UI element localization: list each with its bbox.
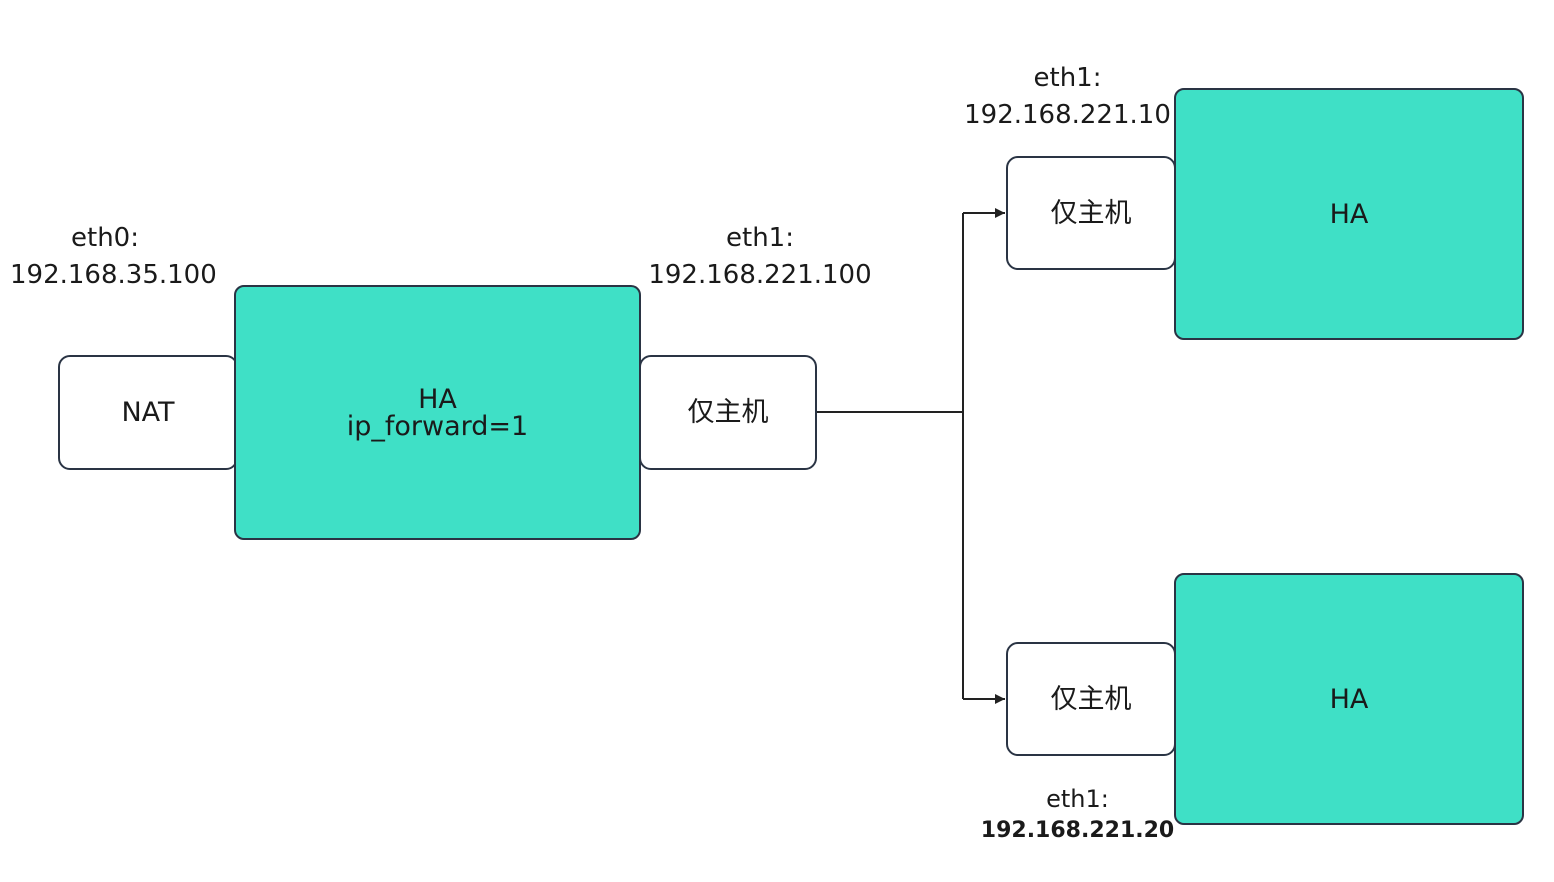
ha-router-title: HA bbox=[418, 383, 457, 415]
eth0-name: eth0: bbox=[71, 223, 139, 253]
nat-label: NAT bbox=[121, 397, 175, 428]
top-hostonly-adapter-box: 仅主机 bbox=[1006, 156, 1176, 270]
top-eth1-name: eth1: bbox=[1033, 63, 1102, 93]
bottom-eth1-name: eth1: bbox=[1046, 785, 1109, 813]
left-hostonly-label: 仅主机 bbox=[687, 397, 769, 428]
left-hostonly-adapter-box: 仅主机 bbox=[639, 355, 817, 470]
left-eth1-name: eth1: bbox=[726, 223, 794, 253]
eth0-label: eth0: 192.168.35.100 bbox=[10, 220, 217, 294]
bottom-ha-host: HA bbox=[1174, 573, 1524, 825]
eth0-ip: 192.168.35.100 bbox=[10, 260, 217, 290]
top-ha-host: HA bbox=[1174, 88, 1524, 340]
top-eth1-ip: 192.168.221.10 bbox=[964, 100, 1171, 130]
left-eth1-label: eth1: 192.168.221.100 bbox=[640, 220, 880, 294]
top-eth1-label: eth1: 192.168.221.10 bbox=[960, 60, 1175, 134]
left-eth1-ip: 192.168.221.100 bbox=[648, 260, 872, 290]
top-ha-title: HA bbox=[1329, 198, 1369, 230]
ha-router-host: HA ip_forward=1 bbox=[234, 285, 641, 540]
top-hostonly-label: 仅主机 bbox=[1050, 197, 1132, 229]
bottom-eth1-label: eth1: 192.168.221.20 bbox=[970, 784, 1185, 846]
bottom-hostonly-adapter-box: 仅主机 bbox=[1006, 642, 1176, 756]
bottom-ha-title: HA bbox=[1329, 683, 1369, 715]
bottom-eth1-ip: 192.168.221.20 bbox=[980, 818, 1175, 843]
bottom-hostonly-label: 仅主机 bbox=[1050, 683, 1132, 715]
ip-forward-setting: ip_forward=1 bbox=[346, 410, 529, 442]
nat-adapter-box: NAT bbox=[58, 355, 238, 470]
